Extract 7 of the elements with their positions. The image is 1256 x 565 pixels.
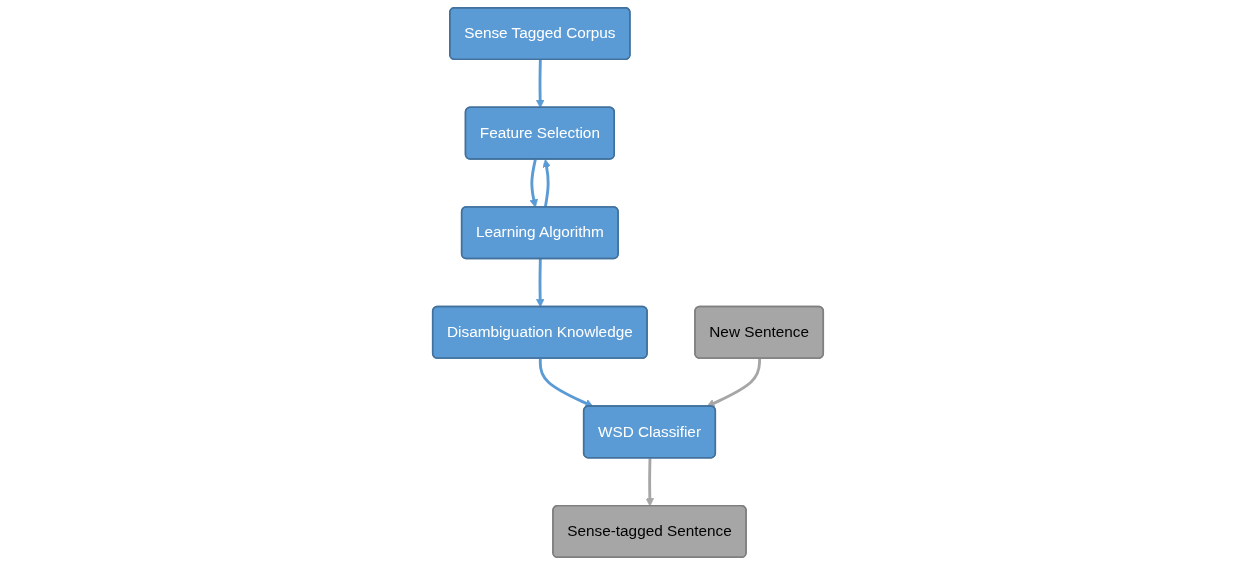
arrow xyxy=(538,358,594,408)
arrow xyxy=(536,59,545,109)
arrow xyxy=(645,458,655,507)
arrow xyxy=(542,159,551,208)
arrow xyxy=(529,159,538,208)
arrow xyxy=(536,259,545,308)
arrow xyxy=(706,358,762,408)
